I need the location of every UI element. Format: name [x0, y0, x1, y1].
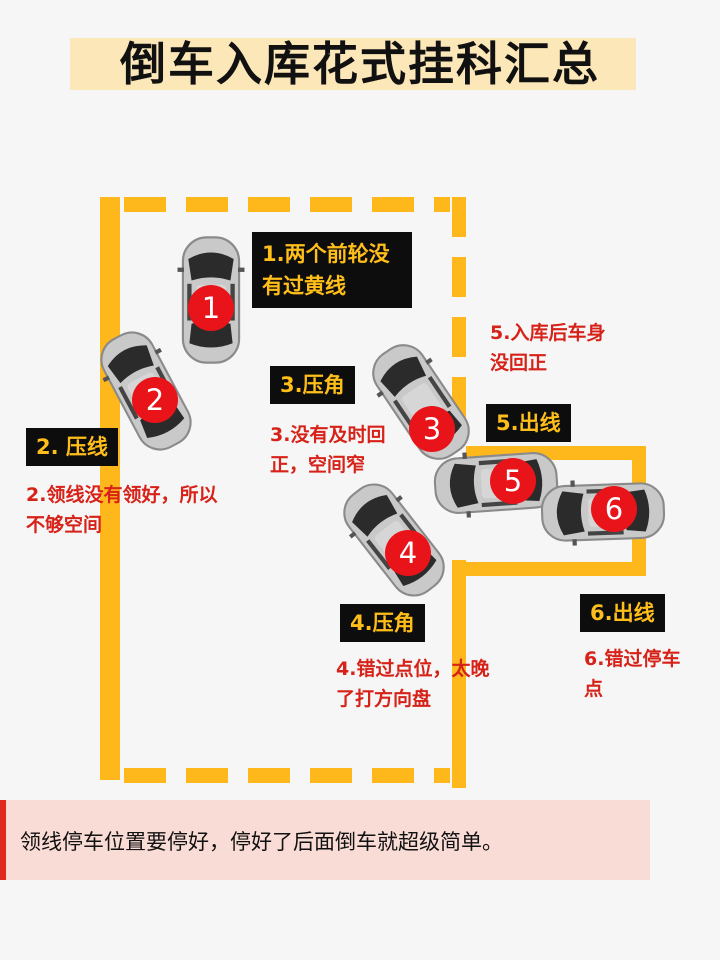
top-dash: [372, 197, 414, 212]
tip-accent-bar: [0, 800, 6, 880]
label-3: 3.压角: [270, 366, 355, 404]
bottom-dash: [434, 768, 450, 783]
right-dash: [452, 317, 466, 357]
label-5: 5.出线: [486, 404, 571, 442]
note-3: 3.没有及时回正，空间窄: [270, 424, 386, 476]
right-dash: [452, 257, 466, 297]
bottom-dash: [186, 768, 228, 783]
bottom-dash: [372, 768, 414, 783]
top-dash: [186, 197, 228, 212]
badge-4: [385, 530, 431, 576]
label-6: 6.出线: [580, 594, 665, 632]
badge-2-number: 2: [146, 383, 164, 417]
side-lane-bottom: [452, 562, 646, 576]
label-1: 1.两个前轮没有过黄线: [252, 232, 412, 308]
tip-text: 领线停车位置要停好，停好了后面倒车就超级简单。: [20, 830, 503, 854]
badge-1: [188, 285, 234, 331]
note-4: 4.错过点位，太晚了打方向盘: [336, 658, 490, 710]
note-5: 5.入库后车身没回正: [490, 322, 606, 374]
right-dash: [452, 197, 466, 237]
badge-5-number: 5: [504, 464, 522, 498]
top-dash: [248, 197, 290, 212]
car-badges: 1 2 3 4 5 6: [132, 285, 637, 576]
badge-6-number: 6: [605, 492, 623, 526]
badge-4-number: 4: [399, 536, 417, 570]
right-boundary-lower: [452, 560, 466, 788]
label-4: 4.压角: [340, 604, 425, 642]
page-title: 倒车入库花式挂科汇总: [120, 37, 600, 91]
top-dash: [434, 197, 450, 212]
top-dash: [124, 197, 166, 212]
bottom-dash: [124, 768, 166, 783]
badge-5: [490, 458, 536, 504]
bottom-dash: [310, 768, 352, 783]
badge-3-number: 3: [423, 412, 441, 446]
note-2: 2.领线没有领好，所以不够空间: [26, 484, 218, 536]
bottom-dash: [248, 768, 290, 783]
top-dash: [310, 197, 352, 212]
badge-2: [132, 377, 178, 423]
tip-box: 领线停车位置要停好，停好了后面倒车就超级简单。: [0, 800, 650, 880]
note-6: 6.错过停车点: [584, 648, 681, 700]
badge-6: [591, 486, 637, 532]
title-highlight: [70, 38, 636, 90]
badge-3: [409, 406, 455, 452]
badge-1-number: 1: [202, 291, 220, 325]
label-2: 2. 压线: [26, 428, 118, 466]
